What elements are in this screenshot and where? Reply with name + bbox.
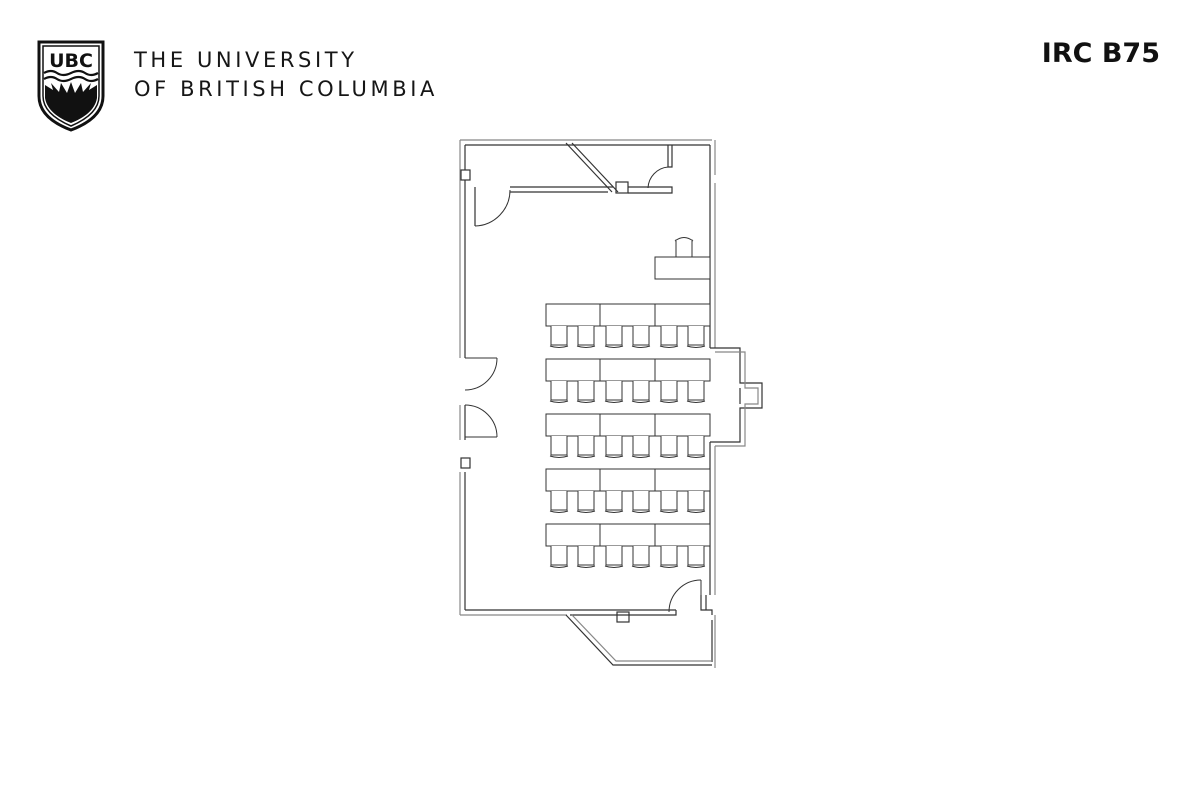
- table-row: [545, 413, 711, 458]
- walls: [459, 139, 763, 668]
- chairs: [549, 326, 706, 348]
- svg-text:UBC: UBC: [49, 50, 93, 72]
- table-row: [545, 303, 711, 348]
- door-left-1: [464, 357, 498, 391]
- university-wordmark: THE UNIVERSITY OF BRITISH COLUMBIA: [134, 46, 438, 104]
- lectern-chair: [675, 239, 693, 258]
- seating: [545, 303, 711, 568]
- lectern: [654, 237, 711, 280]
- door-left-2: [464, 404, 498, 438]
- door-upper-right: [647, 166, 669, 189]
- door-lower-right: [668, 579, 702, 613]
- room-code-title: IRC B75: [1041, 38, 1160, 69]
- crest-icon: UBC: [37, 40, 105, 132]
- doors: [464, 166, 702, 613]
- wordmark-line-1: THE UNIVERSITY: [134, 48, 358, 72]
- table-row: [545, 523, 711, 568]
- table-row: [545, 358, 711, 403]
- table-row: [545, 468, 711, 513]
- ubc-crest-logo: UBC: [37, 40, 105, 132]
- wordmark-line-2: OF BRITISH COLUMBIA: [134, 77, 438, 101]
- lectern-desk: [654, 256, 711, 280]
- door-upper-left: [474, 189, 511, 227]
